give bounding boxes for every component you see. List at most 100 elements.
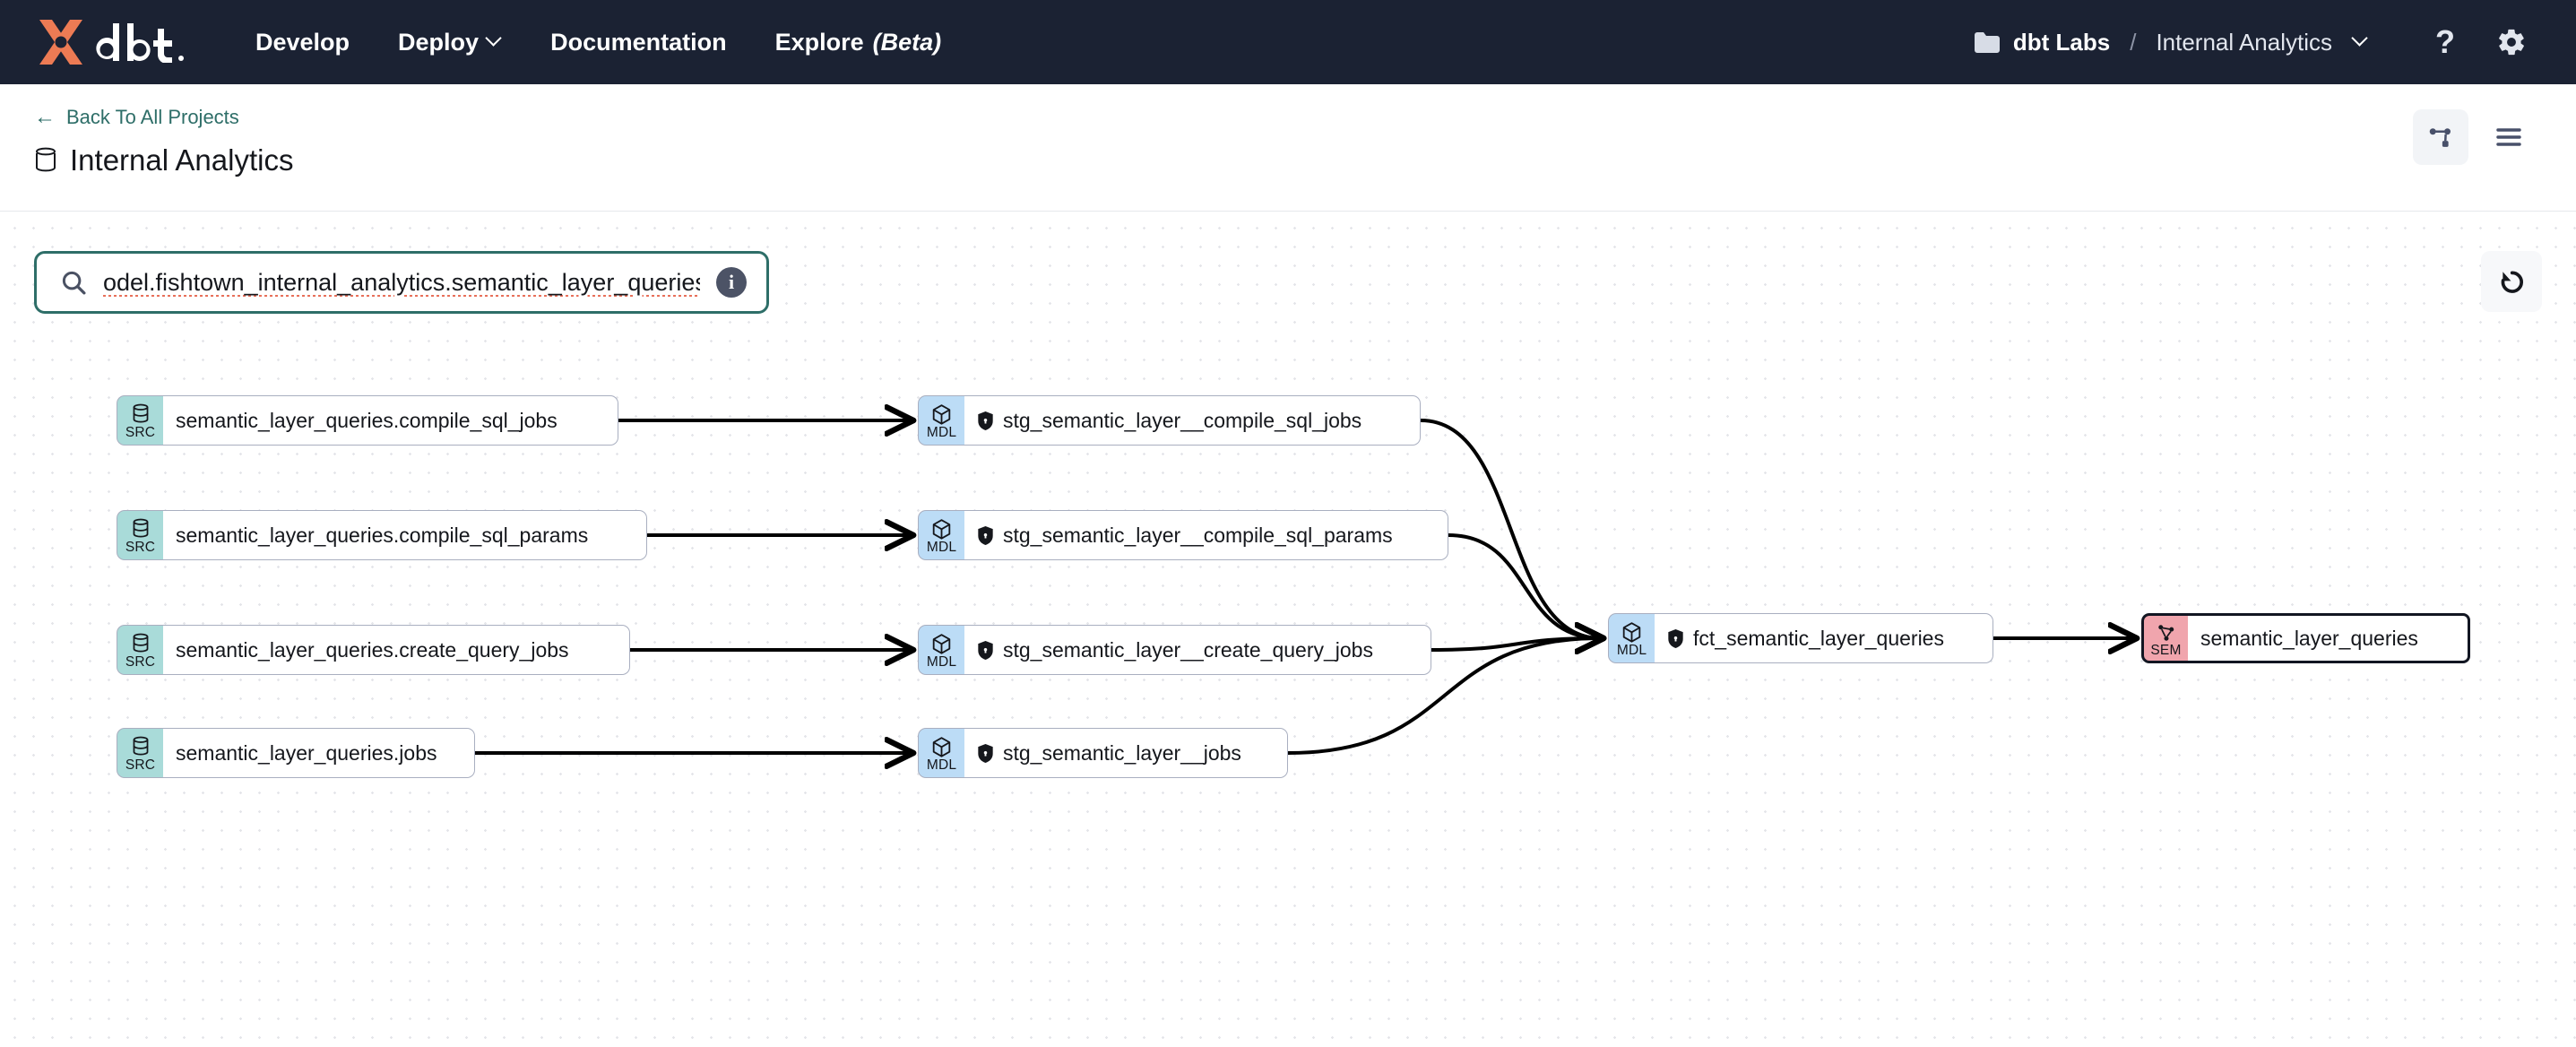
info-icon[interactable]: i [716, 267, 747, 298]
lineage-node-mdl1[interactable]: MDL stg_semantic_layer__compile_sql_jobs [918, 395, 1421, 446]
lineage-node-mdl4[interactable]: MDL stg_semantic_layer__jobs [918, 728, 1288, 778]
node-body: semantic_layer_queries.jobs [163, 728, 475, 778]
lineage-node-fct[interactable]: MDL fct_semantic_layer_queries [1608, 613, 1993, 663]
breadcrumb-separator: / [2130, 28, 2137, 56]
arrow-left-icon: ← [34, 105, 56, 129]
chevron-down-icon [2354, 32, 2368, 47]
lineage-node-mdl3[interactable]: MDL stg_semantic_layer__create_query_jobs [918, 625, 1431, 675]
lineage-node-src1[interactable]: SRC semantic_layer_queries.compile_sql_jo… [117, 395, 618, 446]
node-body: semantic_layer_queries.compile_sql_param… [163, 510, 647, 560]
reset-view-button[interactable] [2481, 251, 2542, 312]
nav-link-develop[interactable]: Develop [231, 20, 374, 65]
node-type-badge-src: SRC [117, 728, 163, 778]
node-type-code: SRC [125, 540, 156, 555]
reset-arrow-icon [2501, 271, 2523, 293]
database-icon [131, 632, 151, 655]
back-to-all-projects-link[interactable]: ← Back To All Projects [34, 104, 293, 131]
shield-icon [978, 743, 993, 763]
node-type-badge-sem: SEM [2141, 613, 2188, 663]
node-type-code: SRC [125, 654, 156, 670]
database-icon [131, 735, 151, 758]
node-body: fct_semantic_layer_queries [1655, 613, 1993, 663]
primary-nav-links: Develop Deploy Documentation Explore (Be… [231, 20, 965, 65]
database-icon [131, 517, 151, 541]
question-mark-icon: ? [2435, 23, 2455, 60]
node-type-badge-mdl: MDL [918, 625, 964, 675]
node-type-code: MDL [926, 757, 957, 773]
node-body: stg_semantic_layer__jobs [964, 728, 1288, 778]
top-navigation-bar: Develop Deploy Documentation Explore (Be… [0, 0, 2576, 84]
lineage-node-src2[interactable]: SRC semantic_layer_queries.compile_sql_pa… [117, 510, 647, 560]
view-switcher [2413, 109, 2537, 165]
page-title-label: Internal Analytics [70, 143, 294, 177]
dbt-logo[interactable] [34, 16, 185, 68]
chevron-down-icon [488, 32, 502, 47]
node-type-badge-mdl: MDL [918, 728, 964, 778]
lineage-graph-icon [2429, 128, 2451, 147]
nav-link-explore[interactable]: Explore (Beta) [751, 20, 966, 65]
node-type-badge-mdl: MDL [1608, 613, 1655, 663]
nav-link-documentation[interactable]: Documentation [526, 20, 751, 65]
node-type-code: SRC [125, 757, 156, 773]
shield-icon [1668, 628, 1683, 648]
cube-icon [931, 735, 952, 758]
node-label: semantic_layer_queries.create_query_jobs [176, 637, 569, 662]
top-nav-right-cluster: dbt Labs / Internal Analytics ? [1968, 17, 2537, 67]
node-body: semantic_layer_queries.compile_sql_jobs [163, 395, 618, 446]
node-body: semantic_layer_queries [2188, 613, 2470, 663]
lineage-search-box[interactable]: odel.fishtown_internal_analytics.semanti… [34, 251, 769, 314]
cube-icon [931, 517, 952, 541]
back-to-all-projects-label: Back To All Projects [66, 106, 239, 128]
node-label: stg_semantic_layer__create_query_jobs [1003, 637, 1373, 662]
shield-icon [978, 640, 993, 660]
nav-link-documentation-label: Documentation [550, 28, 727, 56]
lineage-node-mdl2[interactable]: MDL stg_semantic_layer__compile_sql_param… [918, 510, 1448, 560]
node-label: semantic_layer_queries.compile_sql_jobs [176, 408, 558, 432]
lineage-node-sem[interactable]: SEM semantic_layer_queries [2141, 613, 2470, 663]
page-title: Internal Analytics [34, 143, 293, 177]
semantic-graph-icon [2156, 620, 2176, 644]
page-subheader: ← Back To All Projects Internal Analytic… [0, 84, 2576, 212]
node-type-code: MDL [926, 425, 957, 440]
settings-button[interactable] [2486, 17, 2537, 67]
search-icon [62, 271, 86, 295]
lineage-node-src3[interactable]: SRC semantic_layer_queries.create_query_j… [117, 625, 630, 675]
gear-icon [2499, 29, 2524, 56]
org-breadcrumb[interactable]: dbt Labs [1968, 22, 2115, 64]
cube-icon [1621, 620, 1642, 644]
node-body: stg_semantic_layer__compile_sql_params [964, 510, 1448, 560]
project-breadcrumb-dropdown[interactable]: Internal Analytics [2150, 22, 2373, 64]
node-type-badge-src: SRC [117, 510, 163, 560]
nav-link-deploy[interactable]: Deploy [374, 20, 526, 65]
node-label: stg_semantic_layer__compile_sql_jobs [1003, 408, 1362, 432]
shield-icon [978, 411, 993, 430]
node-body: stg_semantic_layer__create_query_jobs [964, 625, 1431, 675]
database-icon [131, 402, 151, 426]
shield-icon [978, 525, 993, 545]
node-type-code: MDL [1616, 643, 1647, 658]
list-view-button[interactable] [2481, 109, 2537, 165]
search-input[interactable]: odel.fishtown_internal_analytics.semanti… [103, 268, 700, 296]
node-type-badge-mdl: MDL [918, 510, 964, 560]
node-label: semantic_layer_queries.jobs [176, 740, 437, 765]
dbt-wordmark [96, 23, 184, 63]
nav-link-deploy-label: Deploy [398, 28, 480, 56]
folder-icon [1974, 32, 2000, 53]
lineage-node-src4[interactable]: SRC semantic_layer_queries.jobs [117, 728, 475, 778]
node-type-badge-src: SRC [117, 625, 163, 675]
nav-link-develop-label: Develop [255, 28, 350, 56]
node-body: semantic_layer_queries.create_query_jobs [163, 625, 630, 675]
lineage-view-button[interactable] [2413, 109, 2468, 165]
info-icon-glyph: i [728, 271, 735, 293]
project-breadcrumb-label: Internal Analytics [2156, 28, 2332, 56]
nav-link-explore-label: Explore [774, 28, 864, 56]
node-label: stg_semantic_layer__compile_sql_params [1003, 523, 1393, 547]
subheader-left: ← Back To All Projects Internal Analytic… [34, 104, 293, 177]
lineage-canvas[interactable]: odel.fishtown_internal_analytics.semanti… [0, 212, 2576, 1047]
node-label: semantic_layer_queries.compile_sql_param… [176, 523, 589, 547]
node-type-badge-src: SRC [117, 395, 163, 446]
node-type-code: SEM [2150, 643, 2182, 658]
cube-icon [931, 402, 952, 426]
lineage-edge-mdl3-to-fct [1431, 638, 1601, 650]
help-button[interactable]: ? [2420, 17, 2470, 67]
